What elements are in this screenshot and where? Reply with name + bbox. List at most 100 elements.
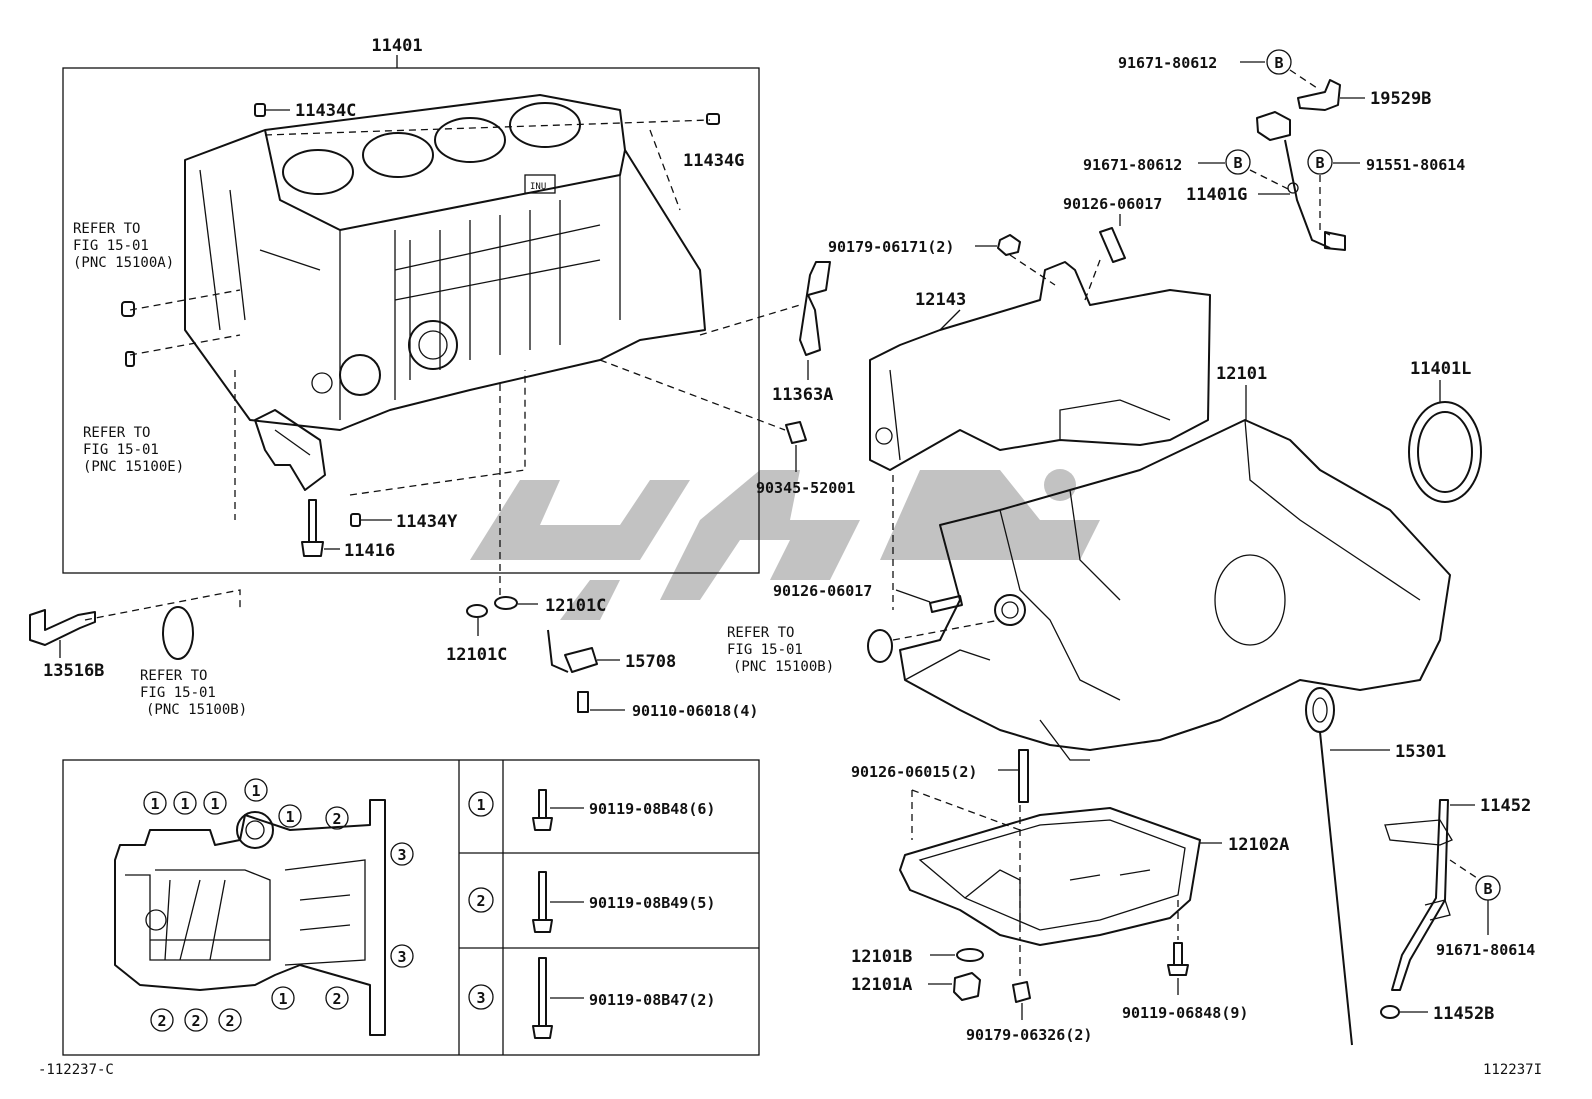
refer-b2-line3: (PNC 15100B) xyxy=(733,659,834,675)
label-12101: 12101 xyxy=(1216,364,1267,384)
svg-text:2: 2 xyxy=(225,1012,234,1030)
label-90179-06326: 90179-06326(2) xyxy=(966,1026,1092,1044)
label-13516b: 13516B xyxy=(43,661,104,681)
oring-15100b-2 xyxy=(867,629,893,663)
label-19529b: 19529B xyxy=(1370,89,1431,109)
label-12101a: 12101A xyxy=(851,975,912,995)
oring-12101c-a xyxy=(466,604,488,618)
svg-text:2: 2 xyxy=(157,1012,166,1030)
label-11452: 11452 xyxy=(1480,796,1531,816)
svg-text:1: 1 xyxy=(251,782,260,800)
svg-text:3: 3 xyxy=(397,846,406,864)
nut-90179-06326 xyxy=(1012,981,1031,1003)
footer-right-code: 112237I xyxy=(1483,1062,1542,1078)
label-11401l: 11401L xyxy=(1410,359,1471,379)
label-12101b: 12101B xyxy=(851,947,912,967)
refer-b1-line2: FIG 15-01 xyxy=(140,685,216,701)
svg-text:INU: INU xyxy=(530,182,546,192)
refer-a-line2: FIG 15-01 xyxy=(73,238,149,254)
footer-left-code: -112237-C xyxy=(38,1062,114,1078)
bearing-cap xyxy=(254,409,326,491)
marker-b-2 xyxy=(1225,149,1251,175)
refer-a-line3: (PNC 15100A) xyxy=(73,255,174,271)
label-11452b: 11452B xyxy=(1433,1004,1494,1024)
label-91551: 91551-80614 xyxy=(1366,156,1465,174)
sensor-15708 xyxy=(547,629,598,673)
oring-12101c-b xyxy=(494,596,518,610)
marker-b-3 xyxy=(1307,149,1333,175)
marker-b-1-text: B xyxy=(1274,54,1283,72)
marker-b-1 xyxy=(1266,49,1292,75)
bolt-90110 xyxy=(577,691,589,713)
bolt-90119-06848 xyxy=(1167,942,1189,976)
bolt-table-part-2: 90119-08B49(5) xyxy=(589,894,715,912)
watermark-logo xyxy=(470,469,1100,620)
refer-e-line1: REFER TO xyxy=(83,425,150,441)
guide-tube-11452 xyxy=(1384,799,1453,991)
label-11434c: 11434C xyxy=(295,101,356,121)
baffle-plate-12143 xyxy=(869,261,1211,471)
refer-b1-line3: (PNC 15100B) xyxy=(146,702,247,718)
label-90110: 90110-06018(4) xyxy=(632,702,758,720)
label-15708: 15708 xyxy=(625,652,676,672)
dipstick-15301 xyxy=(1305,687,1353,1046)
bolt-table-row-1: 1 90119-08B48(6) xyxy=(468,789,715,831)
oring-11452b xyxy=(1380,1005,1400,1019)
svg-text:3: 3 xyxy=(397,948,406,966)
bolt-keys-3: 3 3 xyxy=(390,842,414,968)
label-11401: 11401 xyxy=(371,36,422,56)
label-12143: 12143 xyxy=(915,290,966,310)
oil-pan-upper-12101 xyxy=(899,419,1451,761)
label-11363a: 11363A xyxy=(772,385,833,405)
bolt-keys-2: 2 2 2 2 2 xyxy=(150,806,349,1032)
label-91671-80614: 91671-80614 xyxy=(1436,941,1535,959)
refer-a-line1: REFER TO xyxy=(73,221,140,237)
label-90126-06017-b: 90126-06017 xyxy=(773,582,872,600)
nut-90179-06171 xyxy=(997,234,1021,256)
plug-12101a xyxy=(953,972,981,1001)
oil-pan-lower-12102a xyxy=(899,807,1201,946)
svg-text:1: 1 xyxy=(278,990,287,1008)
bolt-table-part-3: 90119-08B47(2) xyxy=(589,991,715,1009)
label-11401g: 11401G xyxy=(1186,185,1247,205)
svg-text:2: 2 xyxy=(191,1012,200,1030)
dowel-11434y xyxy=(350,513,361,527)
refer-e-line3: (PNC 15100E) xyxy=(83,459,184,475)
bolt-table-part-1: 90119-08B48(6) xyxy=(589,800,715,818)
label-90345: 90345-52001 xyxy=(756,479,855,497)
refer-e-line2: FIG 15-01 xyxy=(83,442,159,458)
svg-text:1: 1 xyxy=(210,795,219,813)
label-11434g: 11434G xyxy=(683,151,744,171)
label-90126-06015: 90126-06015(2) xyxy=(851,763,977,781)
oring-15100b xyxy=(162,606,194,660)
label-90119-06848: 90119-06848(9) xyxy=(1122,1004,1248,1022)
oil-seal-11401l xyxy=(1408,401,1482,503)
bracket-19529b xyxy=(1297,79,1341,111)
bolt-table-row-2: 2 90119-08B49(5) xyxy=(468,871,715,933)
bracket-11363a xyxy=(799,261,831,356)
stud-90126-06015 xyxy=(1018,749,1029,803)
label-12101c-a: 12101C xyxy=(446,645,507,665)
cylinder-block: INU xyxy=(184,94,706,431)
sensor-11401g xyxy=(1256,111,1346,251)
marker-b-2-text: B xyxy=(1233,154,1242,172)
svg-text:1: 1 xyxy=(150,795,159,813)
oil-pan-top-view xyxy=(114,799,386,1036)
plug-15100e xyxy=(125,351,135,367)
refer-b1-line1: REFER TO xyxy=(140,668,207,684)
stud-90126-06017-mid xyxy=(929,595,963,613)
dowel-11434g xyxy=(706,113,720,125)
label-11434y: 11434Y xyxy=(396,512,458,532)
label-11416: 11416 xyxy=(344,541,395,561)
refer-b2-line2: FIG 15-01 xyxy=(727,642,803,658)
label-91671-80612-b: 91671-80612 xyxy=(1083,156,1182,174)
gasket-12101b xyxy=(956,948,984,962)
svg-text:1: 1 xyxy=(476,796,485,814)
marker-b-3-text: B xyxy=(1315,154,1324,172)
svg-text:2: 2 xyxy=(476,892,485,910)
block-frame xyxy=(62,67,760,574)
pipe-13516b xyxy=(29,609,96,646)
label-12102a: 12102A xyxy=(1228,835,1289,855)
dowel-11434c xyxy=(254,103,266,117)
